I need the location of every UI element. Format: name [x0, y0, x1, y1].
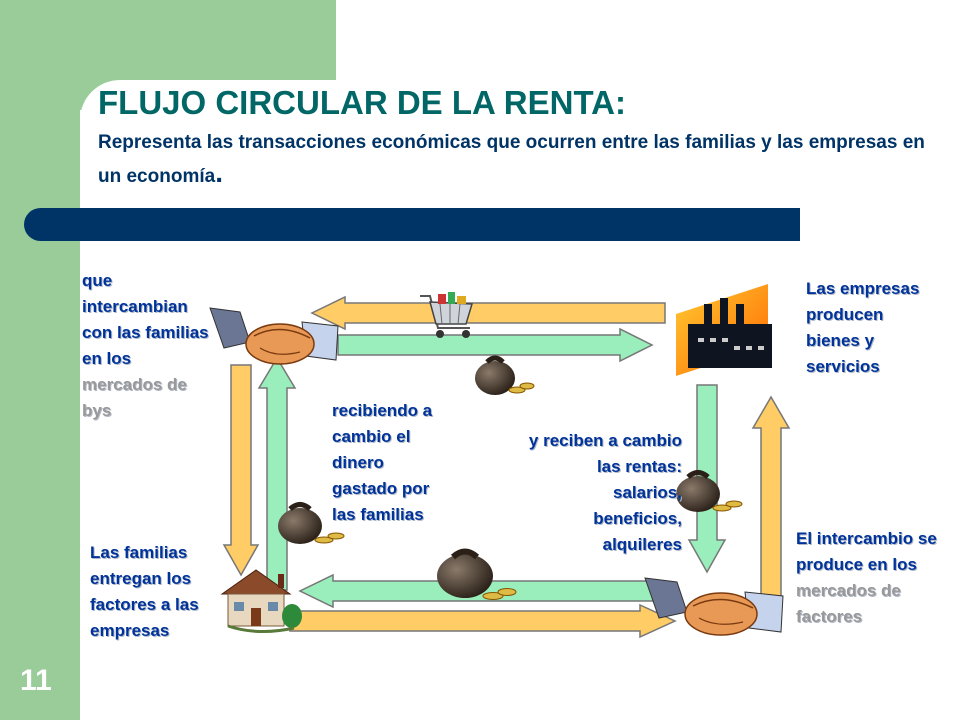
house-icon [220, 569, 302, 634]
money-bag-icon [475, 355, 535, 395]
label-line: alquileres [602, 535, 682, 554]
money-bag-icon [676, 470, 743, 512]
label-line: beneficios, [593, 509, 682, 528]
label-line: gastado por [332, 479, 430, 498]
label-line: empresas [90, 621, 170, 640]
handshake-icon [644, 577, 784, 636]
arrow-top-spending [337, 327, 654, 363]
slide-number: 11 [20, 664, 52, 697]
label-line: servicios [806, 357, 880, 376]
label-line: produce en los [796, 555, 917, 574]
label-line: y reciben a cambio [528, 431, 682, 450]
label-line: factores a las [90, 595, 199, 614]
money-bag-icon [437, 548, 517, 600]
arrow-right-up [751, 395, 791, 621]
label-receiving-money: recibiendo a cambio el dinero gastado po… [332, 398, 432, 528]
subtitle-text: Representa las transacciones económicas … [98, 132, 925, 187]
label-line: entregan los [90, 569, 192, 588]
factory-icon [676, 284, 772, 376]
label-factor-markets: El intercambio se produce en los mercado… [796, 526, 937, 630]
arrow-left-up [257, 356, 297, 591]
page-subtitle: Representa las transacciones económicas … [98, 128, 938, 192]
label-line: dinero [332, 453, 384, 472]
label-line: producen [806, 305, 884, 324]
label-line: las rentas: [596, 457, 682, 476]
label-line: las familias [332, 505, 424, 524]
label-line-muted: mercados de [82, 375, 187, 394]
label-line-muted: mercados de [796, 581, 901, 600]
label-firms-produce: Las empresas producen bienes y servicios [806, 276, 919, 380]
title-underline-band [24, 208, 800, 241]
label-line: cambio el [332, 427, 411, 446]
label-line: El intercambio se [796, 529, 937, 548]
label-line: Las familias [90, 543, 188, 562]
money-bag-icon [278, 502, 345, 544]
subtitle-period: . [215, 157, 223, 188]
label-line: recibiendo a [332, 401, 433, 420]
label-families-deliver: Las familias entregan los factores a las… [90, 540, 199, 644]
label-line-muted: factores [796, 607, 863, 626]
label-line: bienes y [806, 331, 875, 350]
arrow-left-down [222, 364, 260, 577]
handshake-icon [209, 307, 339, 365]
label-line: que [82, 271, 113, 290]
label-line: en los [82, 349, 132, 368]
shopping-cart-icon [420, 292, 473, 338]
arrow-bottom-factors [289, 603, 677, 639]
label-line: salarios, [613, 483, 682, 502]
label-receive-rents: y reciben a cambio las rentas: salarios,… [470, 428, 682, 558]
label-line: Las empresas [806, 279, 920, 298]
side-bar [0, 0, 80, 720]
arrow-top-goods [310, 295, 666, 331]
page-title: FLUJO CIRCULAR DE LA RENTA: [98, 84, 626, 121]
label-line: intercambian [82, 297, 188, 316]
label-families-exchange: que intercambian con las familias en los… [82, 268, 209, 424]
label-line-muted: bys [82, 401, 112, 420]
label-line: con las familias [82, 323, 209, 342]
